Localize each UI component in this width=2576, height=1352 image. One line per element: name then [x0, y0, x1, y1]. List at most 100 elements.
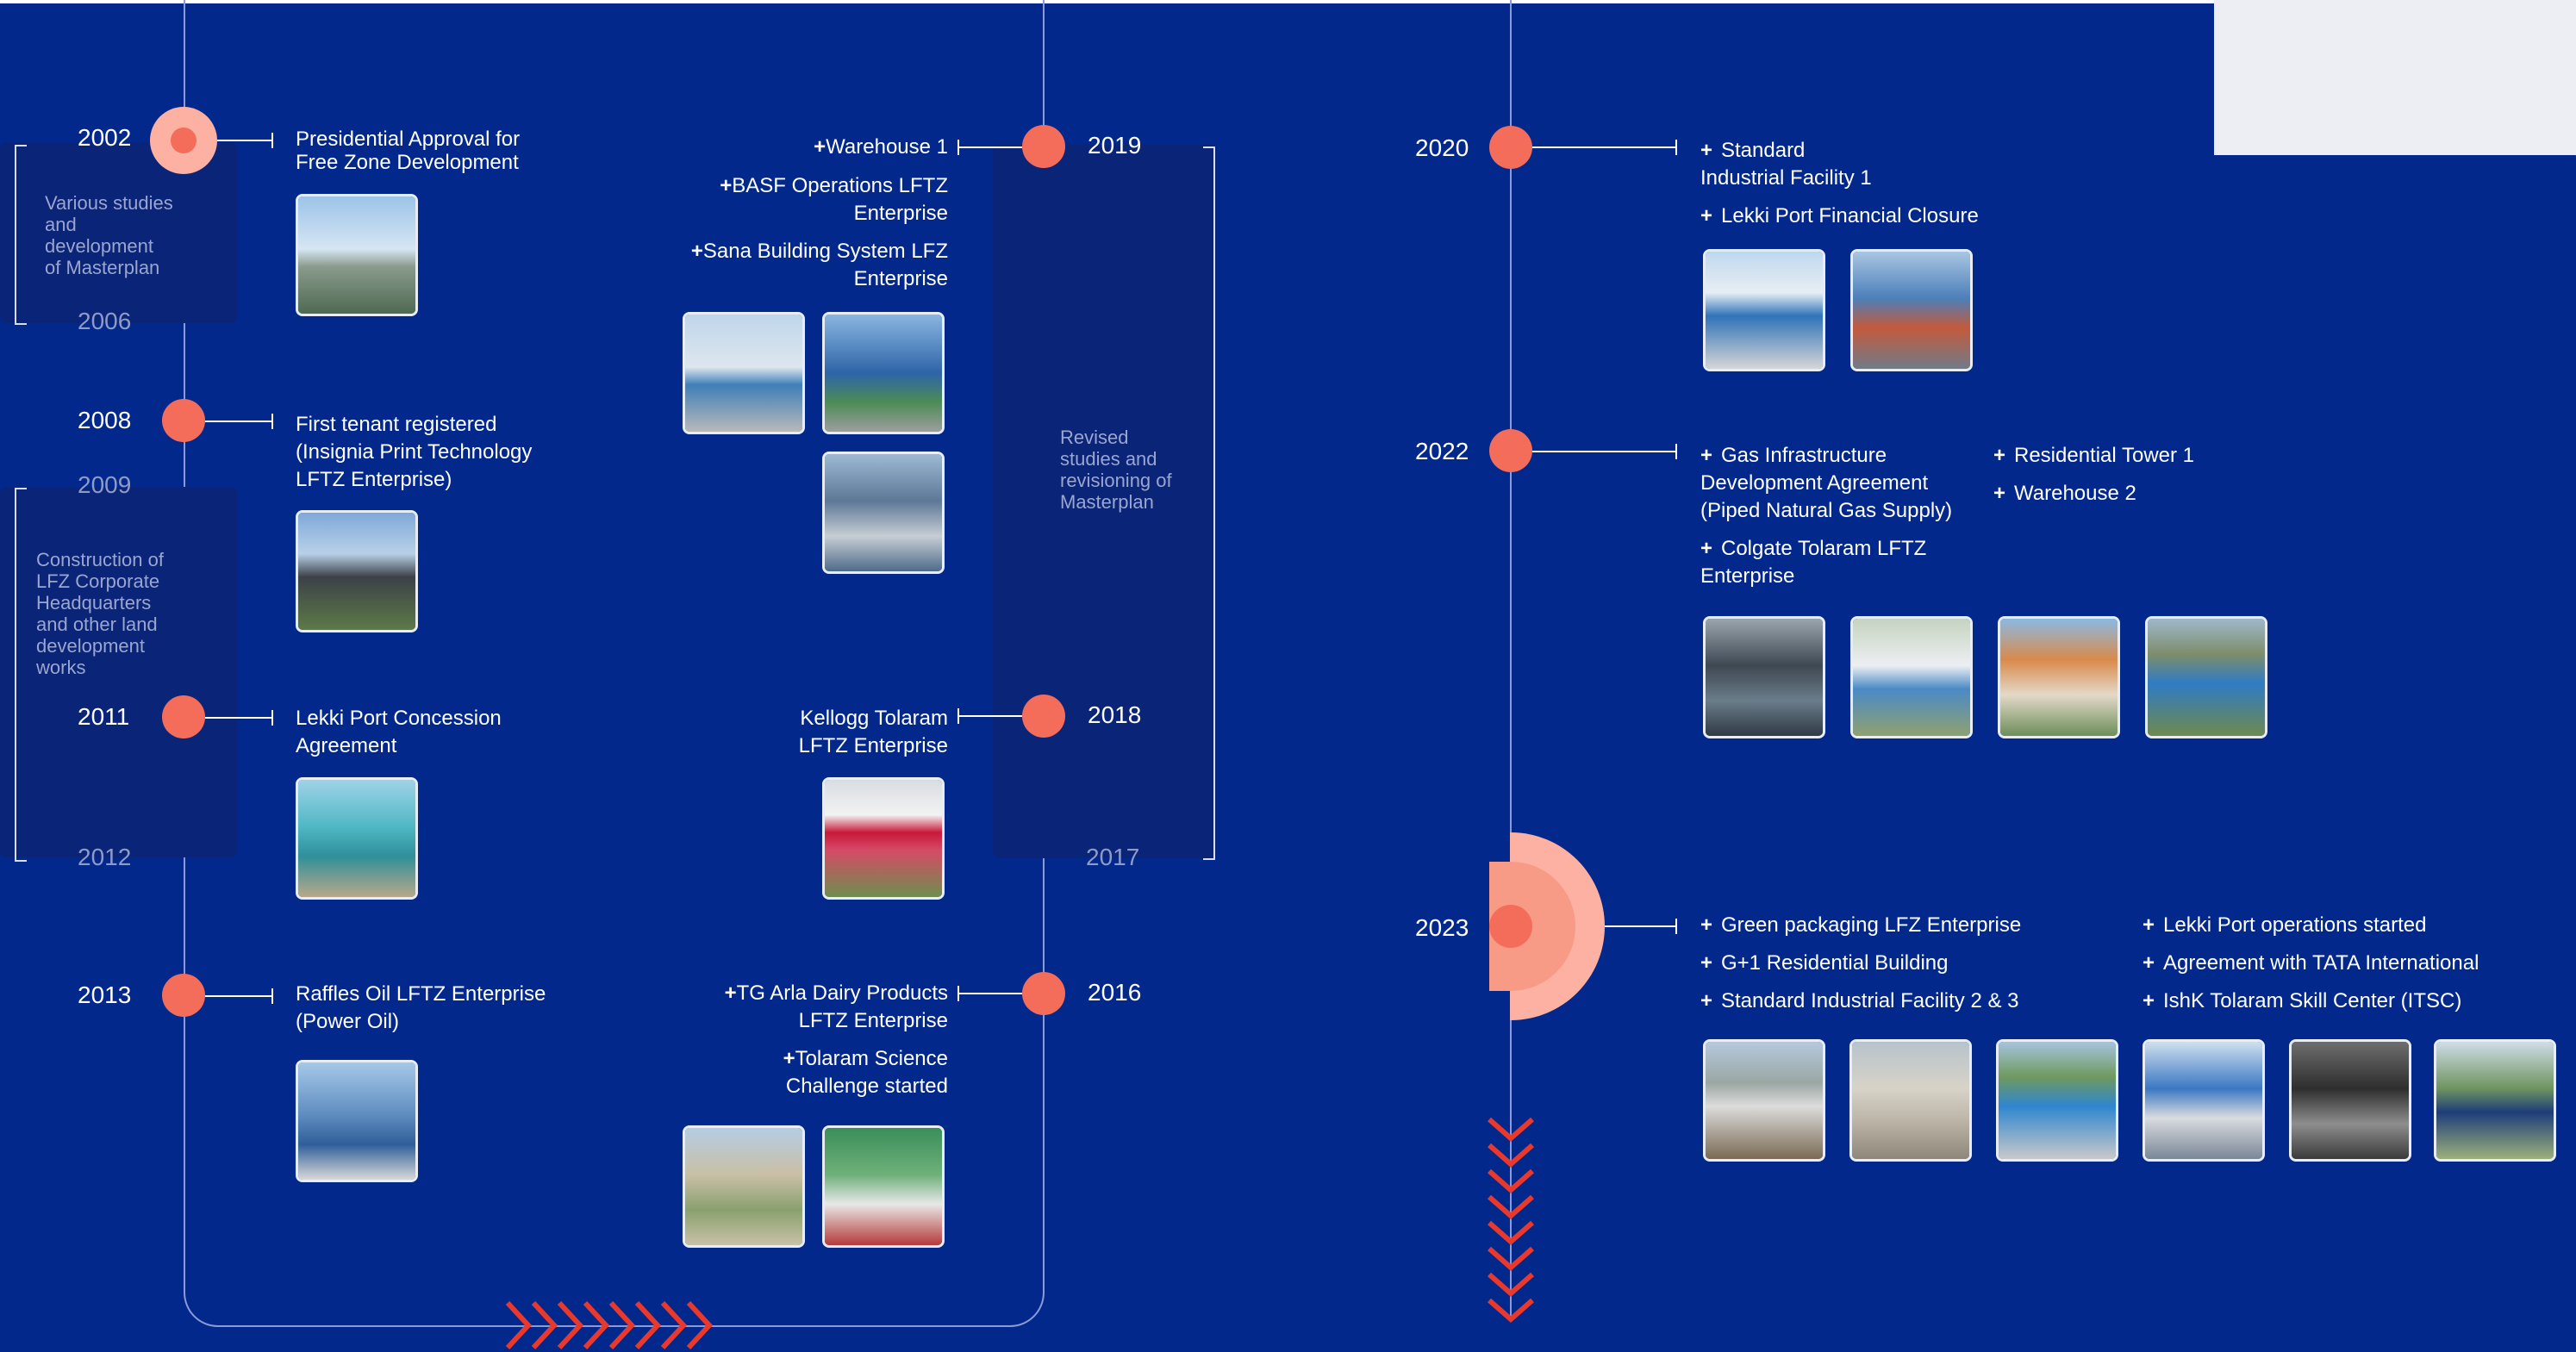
connector-2002	[217, 140, 273, 141]
timeline-line-bottom-curve	[184, 1245, 1045, 1327]
range-panel-2017-2019	[993, 145, 1217, 858]
event-2023-item-6-text: IshK Tolaram Skill Center (ITSC)	[2163, 989, 2462, 1012]
photo-2023-skill-center	[2434, 1039, 2556, 1162]
connector-2019	[957, 146, 1022, 148]
bullet: +	[1700, 537, 1713, 560]
connector-tick-2020	[1675, 140, 1677, 155]
connector-tick-2011	[271, 710, 273, 726]
event-2023-item-2-text: G+1 Residential Building	[1721, 951, 1949, 975]
bullet: +	[690, 240, 703, 263]
connector-2008	[205, 421, 273, 422]
milestone-dot-2019	[1022, 125, 1065, 168]
connector-tick-2023	[1675, 919, 1677, 934]
connector-tick-2013	[271, 988, 273, 1004]
chevron-arrows-down-icon	[1488, 1117, 1534, 1323]
connector-tick-2019	[957, 140, 959, 155]
photo-2002-free-zone-aerial	[296, 194, 418, 316]
event-2008: First tenant registered (Insignia Print …	[296, 413, 533, 491]
event-2023-item-2: +G+1 Residential Building	[1700, 950, 2131, 977]
bullet: +	[1993, 482, 2006, 505]
bullet: +	[720, 174, 733, 197]
event-2022-item-4-text: Warehouse 2	[2014, 482, 2136, 505]
event-2002: Presidential Approval for Free Zone Deve…	[296, 128, 521, 174]
event-2022-item-4: + Warehouse 2	[1993, 480, 2252, 508]
connector-2013	[205, 995, 273, 997]
event-2023-item-1-text: Green packaging LFZ Enterprise	[1721, 913, 2022, 937]
photo-2022-colgate-facility	[1850, 616, 1973, 738]
year-2006: 2006	[78, 308, 132, 334]
event-2016-item-1: +TG Arla Dairy Products LFTZ Enterprise	[672, 980, 948, 1035]
event-2016-item-2-text: Tolaram Science Challenge started	[785, 1047, 948, 1098]
milestone-dot-2002	[171, 128, 196, 153]
year-2018: 2018	[1088, 701, 1142, 728]
bullet: +	[1700, 444, 1713, 467]
event-2013: Raffles Oil LFTZ Enterprise (Power Oil)	[296, 982, 546, 1033]
year-2013: 2013	[78, 981, 132, 1008]
photo-2013-raffles-oil-plant	[296, 1060, 418, 1182]
bullet: +	[783, 1047, 795, 1070]
event-2019-item-2: +BASF Operations LFTZ Enterprise	[672, 172, 948, 227]
range-label-2009-2012: Construction of LFZ Corporate Headquarte…	[36, 549, 164, 678]
range-bracket-2002-2006	[15, 145, 27, 325]
milestone-dot-2023	[1489, 905, 1532, 948]
event-2023-item-5: +Agreement with TATA International	[2143, 950, 2556, 977]
event-2023-item-4: + Lekki Port operations started	[2143, 912, 2556, 939]
event-2019-item-1-text: Warehouse 1	[826, 135, 948, 159]
photo-2019-sana-building	[822, 452, 945, 574]
event-2018: Kellogg Tolaram LFTZ Enterprise	[798, 707, 948, 757]
corner-background	[2214, 0, 2576, 155]
bullet: +	[2143, 913, 2155, 937]
bullet: +	[2143, 951, 2155, 975]
milestone-dot-2011	[162, 695, 205, 738]
photo-2022-residential-tower	[1998, 616, 2120, 738]
range-panel-2009-2012	[0, 487, 237, 857]
connector-tick-2002	[271, 133, 273, 148]
photo-2023-industrial-facility	[1996, 1039, 2118, 1162]
photo-2016-science-challenge	[822, 1125, 945, 1248]
photo-2022-signing-group	[1703, 616, 1825, 738]
photo-2023-green-packaging	[1703, 1039, 1825, 1162]
bullet: +	[1700, 139, 1713, 162]
range-bracket-2009-2012	[15, 488, 27, 862]
year-2002: 2002	[78, 124, 132, 151]
event-2020-item-2: +Lekki Port Financial Closure	[1700, 202, 2045, 230]
year-2017: 2017	[1086, 844, 1140, 870]
event-2019-item-3-text: Sana Building System LFZ Enterprise	[702, 240, 948, 290]
connector-2023	[1605, 925, 1677, 927]
photo-2011-port-ship	[296, 777, 418, 900]
chevron-arrows-horizontal-icon	[505, 1300, 714, 1350]
connector-tick-2022	[1675, 444, 1677, 459]
event-2020-item-1-text: Standard Industrial Facility 1	[1700, 139, 1872, 190]
event-2011: Lekki Port Concession Agreement	[296, 707, 502, 757]
event-2022-item-1-text: Gas Infrastructure Development Agreement…	[1700, 444, 1953, 522]
milestone-dot-2022	[1489, 429, 1532, 472]
connector-2022	[1532, 451, 1677, 452]
photo-2019-basf	[822, 312, 945, 434]
connector-2020	[1532, 146, 1677, 148]
range-bracket-2017-2019	[1203, 146, 1215, 860]
event-2022-item-3-text: Residential Tower 1	[2014, 444, 2195, 467]
event-2023-item-3: +Standard Industrial Facility 2 & 3	[1700, 988, 2131, 1015]
year-2023: 2023	[1415, 914, 1469, 941]
photo-2019-warehouse	[683, 312, 805, 434]
photo-2018-kellogg-factory	[822, 777, 945, 900]
connector-2011	[205, 717, 273, 719]
event-2023-item-1: + Green packaging LFZ Enterprise	[1700, 912, 2131, 939]
bullet: +	[1700, 204, 1713, 227]
event-2016-item-1-text: TG Arla Dairy Products LFTZ Enterprise	[736, 981, 948, 1032]
event-2022-item-3: +Residential Tower 1	[1993, 442, 2252, 470]
milestone-dot-2013	[162, 974, 205, 1017]
photo-2023-residential-building	[1849, 1039, 1972, 1162]
bullet: +	[1700, 989, 1713, 1012]
bullet: +	[1700, 913, 1713, 937]
event-2022-item-2-text: Colgate Tolaram LFTZ Enterprise	[1700, 537, 1927, 588]
photo-2020-port-cranes	[1850, 249, 1973, 371]
milestone-dot-2016	[1022, 972, 1065, 1015]
connector-tick-2018	[957, 708, 959, 724]
range-label-2017-2019: Revised studies and revisioning of Maste…	[1060, 427, 1172, 513]
event-2022-item-1: +Gas Infrastructure Development Agreemen…	[1700, 442, 1985, 525]
event-2023-item-4-text: Lekki Port operations started	[2163, 913, 2427, 937]
year-2009: 2009	[78, 471, 132, 498]
range-panel-2002-2006	[0, 142, 237, 323]
year-2022: 2022	[1415, 438, 1469, 464]
